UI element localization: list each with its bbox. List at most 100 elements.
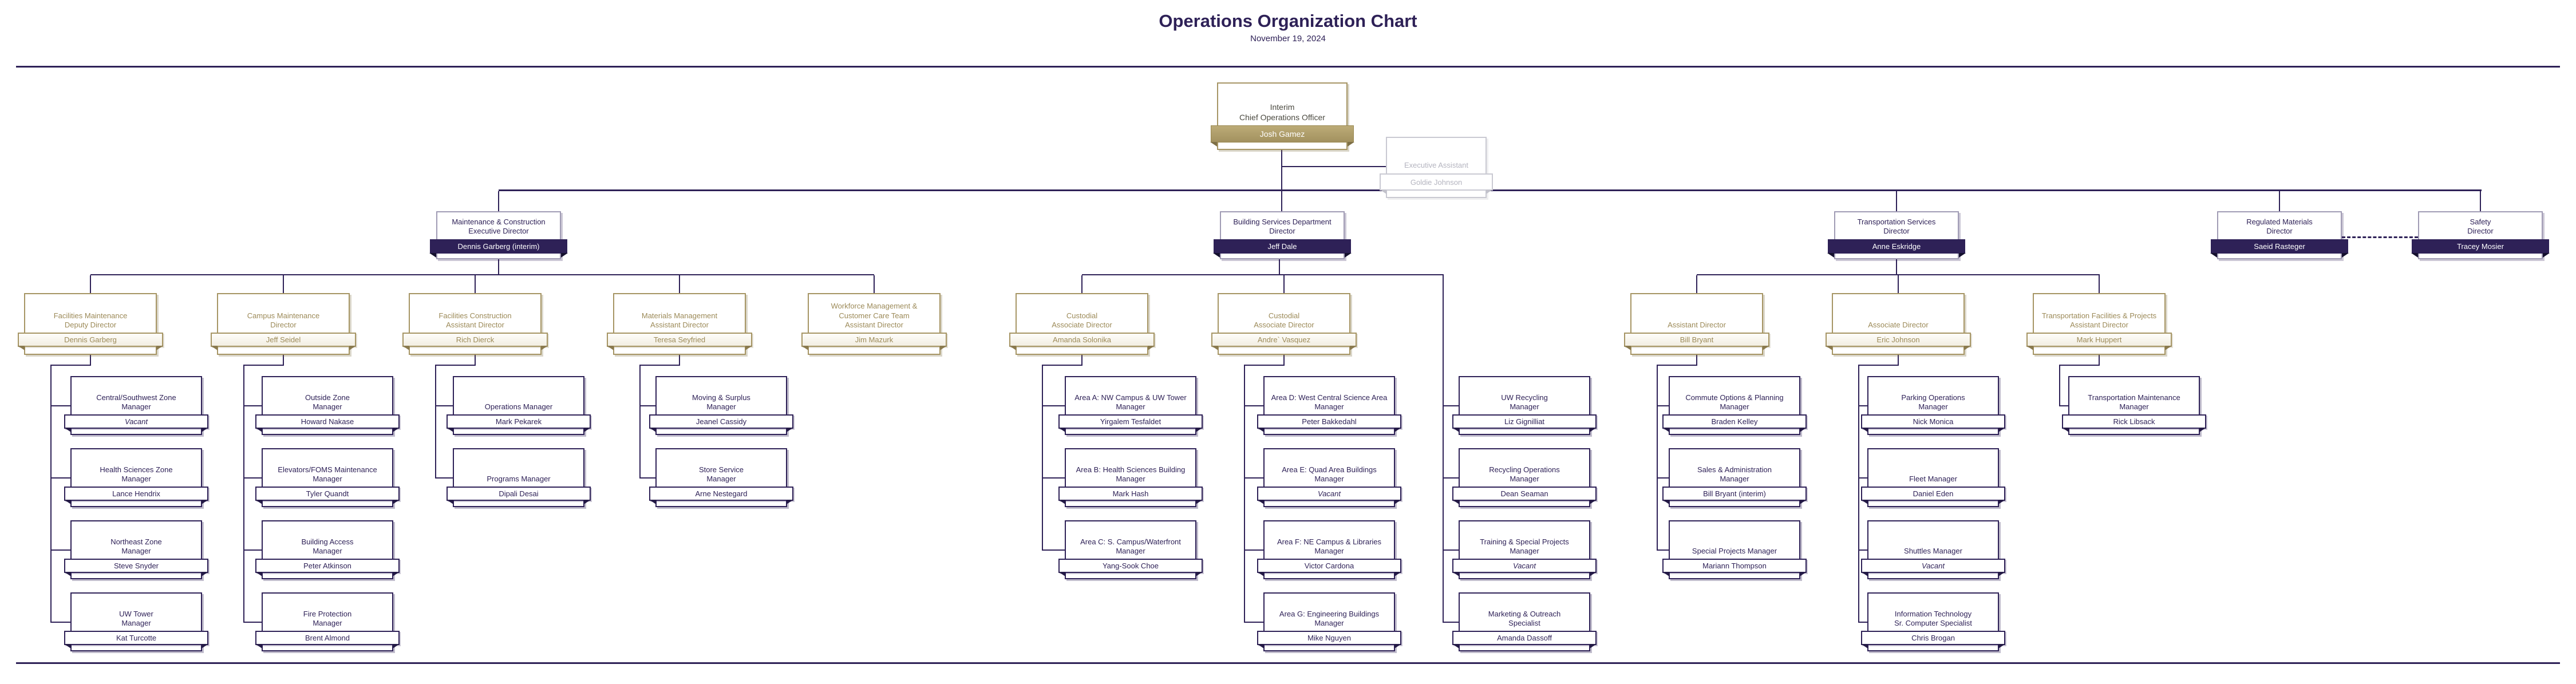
role-title: Executive Assistant — [1404, 161, 1468, 170]
connector — [1697, 274, 2100, 275]
role-title: Transportation Facilities & Projects Ass… — [2041, 311, 2157, 330]
org-box-transportation-facilities-projects-assistant-director: Transportation Facilities & Projects Ass… — [2026, 293, 2172, 355]
connector — [1244, 549, 1263, 551]
connector — [1042, 365, 1043, 551]
role-title: Commute Options & Planning Manager — [1685, 393, 1784, 412]
org-box-programs-manager: Programs Manager Dipali Desai — [447, 448, 591, 507]
name-ribbon: Mark Hash — [1058, 487, 1203, 504]
connector — [475, 355, 476, 366]
role-title: Custodial Associate Director — [1052, 311, 1112, 330]
role-title: Area G: Engineering Buildings Manager — [1279, 609, 1380, 628]
connector — [50, 549, 70, 551]
org-box-materials-management-assistant-director: Materials Management Assistant Director … — [607, 293, 752, 355]
name-ribbon: Dennis Garberg — [18, 333, 163, 350]
name-ribbon: Yirgalem Tesfaldet — [1058, 414, 1203, 432]
role-title: Parking Operations Manager — [1901, 393, 1965, 412]
connector — [1858, 365, 1859, 623]
name-ribbon: Jim Mazurk — [801, 333, 947, 350]
role-title: Area B: Health Sciences Building Manager — [1076, 465, 1186, 484]
connector — [2279, 191, 2280, 211]
connector — [679, 275, 680, 293]
org-box-uw-tower-manager: UW Tower Manager Kat Turcotte — [64, 592, 208, 651]
role-title: Central/Southwest Zone Manager — [96, 393, 176, 412]
name-ribbon: Arne Nestegard — [649, 487, 793, 504]
dashed-connector — [2342, 236, 2418, 238]
org-box-transportation-services-director: Transportation Services Director Anne Es… — [1827, 211, 1966, 259]
name-ribbon: Yang-Sook Choe — [1058, 559, 1203, 576]
role-title: Safety Director — [2467, 217, 2494, 236]
name-ribbon: Vacant — [64, 414, 208, 432]
role-title: UW Tower Manager — [119, 609, 153, 628]
connector — [1858, 549, 1867, 551]
connector — [243, 365, 284, 366]
org-box-area-g-engineering-buildings-manager: Area G: Engineering Buildings Manager Mi… — [1257, 592, 1401, 651]
connector — [1081, 275, 1082, 293]
bottom-rule — [16, 662, 2560, 664]
org-box-central-southwest-zone-manager: Central/Southwest Zone Manager Vacant — [64, 376, 208, 435]
name-ribbon: Bill Bryant — [1624, 333, 1769, 350]
org-box-campus-maintenance-director: Campus Maintenance Director Jeff Seidel — [211, 293, 356, 355]
connector — [50, 477, 70, 479]
org-box-safety-director: Safety Director Tracey Mosier — [2411, 211, 2550, 259]
name-ribbon: Kat Turcotte — [64, 631, 208, 649]
connector — [1898, 275, 1899, 293]
role-title: Recycling Operations Manager — [1489, 465, 1560, 484]
name-ribbon: Amanda Dassoff — [1452, 631, 1597, 649]
connector — [1042, 405, 1065, 406]
connector — [435, 477, 453, 479]
connector — [1443, 275, 1444, 623]
role-title: Materials Management Assistant Director — [641, 311, 718, 330]
connector — [1443, 477, 1459, 479]
connector — [1657, 365, 1658, 551]
name-ribbon: Mike Nguyen — [1257, 631, 1401, 649]
connector — [1858, 477, 1867, 479]
role-title: Maintenance & Construction Executive Dir… — [452, 217, 546, 236]
connector — [475, 275, 476, 293]
top-rule — [16, 66, 2560, 68]
name-ribbon: Teresa Seyfried — [607, 333, 752, 350]
connector — [1443, 405, 1459, 406]
connector — [1281, 150, 1282, 211]
name-ribbon: Saeid Rasteger — [2210, 239, 2349, 258]
name-ribbon: Steve Snyder — [64, 559, 208, 576]
name-ribbon: Josh Gamez — [1210, 125, 1354, 147]
connector — [639, 365, 680, 366]
org-box-facilities-maintenance-deputy-director: Facilities Maintenance Deputy Director D… — [18, 293, 163, 355]
connector — [679, 355, 680, 366]
org-box-fleet-manager: Fleet Manager Daniel Eden — [1861, 448, 2005, 507]
role-title: Associate Director — [1868, 321, 1929, 330]
org-box-uw-recycling-manager: UW Recycling Manager Liz Gignilliat — [1452, 376, 1597, 435]
name-ribbon: Vacant — [1452, 559, 1597, 576]
connector — [435, 365, 436, 479]
name-ribbon: Rich Dierck — [402, 333, 548, 350]
role-title: Northeast Zone Manager — [110, 537, 162, 556]
connector — [498, 259, 499, 275]
connector — [50, 405, 70, 406]
role-title: Store Service Manager — [698, 465, 744, 484]
org-box-sales-administration-manager: Sales & Administration Manager Bill Brya… — [1662, 448, 1807, 507]
connector — [50, 365, 52, 623]
name-ribbon: Liz Gignilliat — [1452, 414, 1597, 432]
org-box-area-b-health-sciences-building-manager: Area B: Health Sciences Building Manager… — [1058, 448, 1203, 507]
connector — [1283, 275, 1285, 293]
role-title: Training & Special Projects Manager — [1480, 537, 1569, 556]
org-box-area-e-quad-area-buildings-manager: Area E: Quad Area Buildings Manager Vaca… — [1257, 448, 1401, 507]
connector — [639, 365, 641, 479]
org-box-executive-assistant: Executive Assistant Goldie Johnson — [1380, 137, 1493, 198]
connector — [243, 477, 262, 479]
name-ribbon: Peter Bakkedahl — [1257, 414, 1401, 432]
connector — [639, 477, 655, 479]
connector — [243, 365, 244, 623]
role-title: Moving & Surplus Manager — [692, 393, 750, 412]
connector — [1896, 259, 1897, 275]
connector — [1858, 365, 1899, 366]
role-title: Building Access Manager — [301, 537, 354, 556]
role-title: Transportation Maintenance Manager — [2088, 393, 2180, 412]
connector — [435, 405, 453, 406]
role-title: Workforce Management & Customer Care Tea… — [831, 302, 918, 330]
org-box-training-special-projects-manager: Training & Special Projects Manager Vaca… — [1452, 520, 1597, 579]
role-title: Outside Zone Manager — [305, 393, 350, 412]
chart-header: Operations Organization Chart November 1… — [0, 11, 2576, 44]
connector — [1657, 405, 1669, 406]
connector — [1244, 477, 1263, 479]
